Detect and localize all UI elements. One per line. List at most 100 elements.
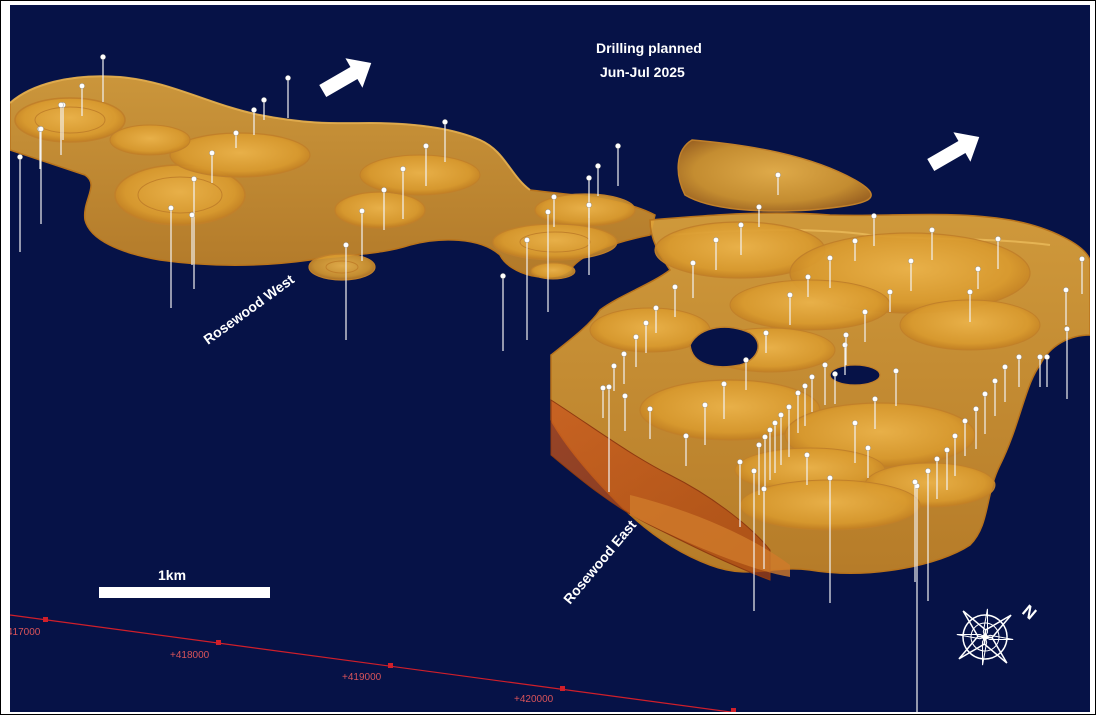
scale-bar: 1km	[99, 567, 270, 598]
drillhole-collar	[1037, 354, 1043, 360]
drillhole-collar	[893, 368, 899, 374]
coord-label-420000: +420000	[514, 694, 554, 705]
drillhole-collar	[79, 83, 85, 89]
drillhole-collar	[1064, 326, 1070, 332]
drillhole-collar	[778, 412, 784, 418]
drillhole-collar	[795, 390, 801, 396]
drillhole-collar	[762, 434, 768, 440]
drillhole-collar	[615, 143, 621, 149]
drillhole-collar	[775, 172, 781, 178]
drillhole-collar	[787, 292, 793, 298]
coord-label-418000: +418000	[170, 650, 210, 661]
drillhole-collar	[524, 237, 530, 243]
map-canvas: 417000 +418000 +419000 +420000 Drilling …	[10, 40, 1090, 712]
drillhole-collar	[17, 154, 23, 160]
drillhole-collar	[600, 385, 606, 391]
title-line-1: Drilling planned	[596, 40, 702, 56]
grid-tick-421000	[731, 708, 736, 712]
drillhole-collar	[975, 266, 981, 272]
drillhole-collar	[400, 166, 406, 172]
drillhole-collar	[862, 309, 868, 315]
drillhole-collar	[442, 119, 448, 125]
drillhole-collar	[871, 213, 877, 219]
drillhole-collar	[962, 418, 968, 424]
drillhole-collar	[621, 351, 627, 357]
drillhole-collar	[261, 97, 267, 103]
drilling-direction-arrow-icon	[927, 132, 980, 172]
coord-label-417000: 417000	[10, 627, 41, 638]
drilling-direction-arrow-icon	[319, 58, 372, 98]
grid-tick-420000	[560, 686, 565, 691]
drillhole-collar	[721, 381, 727, 387]
drillhole-collar	[672, 284, 678, 290]
drillhole-collar	[786, 404, 792, 410]
drillhole-collar	[767, 427, 773, 433]
drillhole-collar	[822, 362, 828, 368]
drillhole-collar	[233, 130, 239, 136]
drillhole-collar	[809, 374, 815, 380]
drillhole-collar	[423, 143, 429, 149]
north-compass-rose-icon	[956, 608, 1014, 666]
drillhole-collar	[761, 486, 767, 492]
drillhole-collar	[381, 187, 387, 193]
drillhole-collar	[1063, 287, 1069, 293]
drillhole-collar	[1044, 354, 1050, 360]
drillhole-collar	[805, 274, 811, 280]
drillhole-collar	[551, 194, 557, 200]
drillhole-collar	[359, 208, 365, 214]
drillhole-collar	[982, 391, 988, 397]
drillhole-collar	[912, 479, 918, 485]
drillhole-collar	[852, 420, 858, 426]
grid-tick-418000	[216, 640, 221, 645]
drillhole-collar	[586, 202, 592, 208]
drillhole-collar	[804, 452, 810, 458]
drillhole-collar	[743, 357, 749, 363]
drillhole-collar	[842, 342, 848, 348]
area-label-rosewood-east: Rosewood East	[560, 517, 639, 607]
drillhole-collar	[973, 406, 979, 412]
drillhole-collar	[643, 320, 649, 326]
drillhole-collar	[865, 445, 871, 451]
drillhole-collar	[653, 305, 659, 311]
drillhole-collar	[595, 163, 601, 169]
drillhole-collar	[737, 459, 743, 465]
drillhole-collar	[545, 209, 551, 215]
drillhole-collar	[611, 363, 617, 369]
grid-tick-417000	[43, 617, 48, 622]
drillhole-collar	[852, 238, 858, 244]
drillhole-collar	[209, 150, 215, 156]
drillhole-collar	[1079, 256, 1085, 262]
drillhole-collar	[586, 175, 592, 181]
drillhole-collar	[58, 102, 64, 108]
drillhole-collar	[843, 332, 849, 338]
title-line-2: Jun-Jul 2025	[600, 64, 685, 80]
drillhole-collar	[832, 371, 838, 377]
drillhole-collar	[189, 212, 195, 218]
drillhole-collar	[191, 176, 197, 182]
drillhole-collar	[827, 255, 833, 261]
north-label: N	[1018, 601, 1040, 623]
drillhole-collar	[992, 378, 998, 384]
scale-bar-rect	[99, 587, 270, 598]
drillholes	[17, 54, 1085, 712]
drillhole-collar	[827, 475, 833, 481]
drillhole-collar	[500, 273, 506, 279]
drillhole-collar	[929, 227, 935, 233]
drillhole-collar	[967, 289, 973, 295]
drillhole-collar	[633, 334, 639, 340]
area-label-rosewood-west: Rosewood West	[200, 271, 297, 348]
drillhole-collar	[168, 205, 174, 211]
drillhole-collar	[1002, 364, 1008, 370]
map-3d-view: 417000 +418000 +419000 +420000 Drilling …	[10, 5, 1090, 712]
drillhole-collar	[756, 204, 762, 210]
drillhole-collar	[647, 406, 653, 412]
drillhole-collar	[934, 456, 940, 462]
drillhole-collar	[683, 433, 689, 439]
drillhole-collar	[772, 420, 778, 426]
drillhole-collar	[606, 384, 612, 390]
drillhole-collar	[908, 258, 914, 264]
grid-line	[10, 614, 736, 712]
drillhole-collar	[763, 330, 769, 336]
drillhole-collar	[944, 447, 950, 453]
